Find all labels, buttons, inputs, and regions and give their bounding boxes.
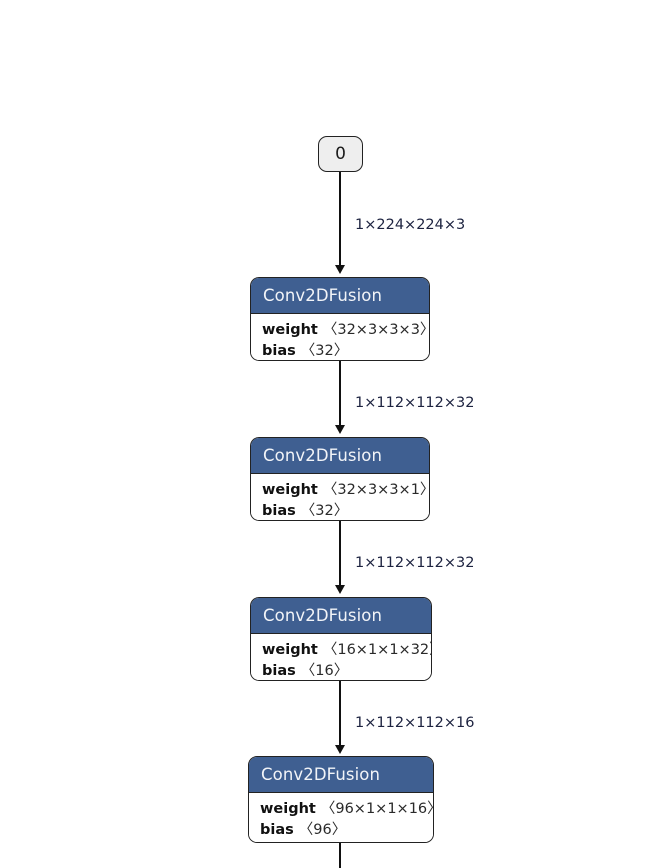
op-node-2[interactable]: Conv2DFusion weight〈32×3×3×1〉 bias〈32〉 [250, 437, 430, 521]
attr-key: bias [262, 663, 296, 679]
attr-key: bias [262, 343, 296, 359]
input-node-label: 0 [335, 143, 346, 164]
attr-key: weight [260, 801, 316, 817]
op-node-1-header: Conv2DFusion [251, 278, 429, 314]
attr-key: weight [262, 322, 318, 338]
edge-3-label: 1×112×112×16 [355, 715, 475, 731]
op-node-4-header: Conv2DFusion [249, 757, 433, 793]
op-node-3[interactable]: Conv2DFusion weight〈16×1×1×32〉 bias〈16〉 [250, 597, 432, 681]
edge-0-label: 1×224×224×3 [355, 217, 466, 233]
op-node-1-attr-weight: weight〈32×3×3×3〉 [262, 320, 429, 341]
op-node-2-title: Conv2DFusion [263, 446, 383, 465]
op-node-3-attr-bias: bias〈16〉 [262, 661, 420, 680]
attr-key: bias [262, 503, 296, 519]
op-node-4[interactable]: Conv2DFusion weight〈96×1×1×16〉 bias〈96〉 [248, 756, 434, 843]
op-node-1-attr-bias: bias〈32〉 [262, 341, 418, 360]
edge-2-line [339, 521, 341, 587]
op-node-4-title: Conv2DFusion [261, 765, 381, 784]
op-node-3-title: Conv2DFusion [263, 606, 383, 625]
op-node-2-body: weight〈32×3×3×1〉 bias〈32〉 [251, 474, 429, 520]
attr-value: 〈32〉 [300, 343, 349, 359]
attr-key: weight [262, 642, 318, 658]
attr-key: weight [262, 482, 318, 498]
op-node-4-body: weight〈96×1×1×16〉 bias〈96〉 [249, 793, 433, 842]
op-node-4-attr-bias: bias〈96〉 [260, 820, 422, 841]
op-node-3-body: weight〈16×1×1×32〉 bias〈16〉 [251, 634, 431, 680]
attr-value: 〈32×3×3×1〉 [322, 482, 430, 498]
op-node-1[interactable]: Conv2DFusion weight〈32×3×3×3〉 bias〈32〉 [250, 277, 430, 361]
edge-4-line [339, 843, 341, 868]
attr-value: 〈32×3×3×3〉 [322, 322, 430, 338]
attr-value: 〈16〉 [300, 663, 349, 679]
attr-key: bias [260, 822, 294, 838]
edge-1-arrowhead [334, 425, 345, 434]
edge-2-label: 1×112×112×32 [355, 555, 475, 571]
attr-value: 〈16×1×1×32〉 [322, 642, 432, 658]
input-node-0[interactable]: 0 [318, 136, 363, 172]
op-node-3-attr-weight: weight〈16×1×1×32〉 [262, 640, 431, 661]
edge-1-label: 1×112×112×32 [355, 395, 475, 411]
edge-2-arrowhead [334, 585, 345, 594]
edge-3-line [339, 681, 341, 747]
attr-value: 〈96〉 [298, 822, 347, 838]
attr-value: 〈96×1×1×16〉 [320, 801, 434, 817]
op-node-2-header: Conv2DFusion [251, 438, 429, 474]
edge-1-line [339, 361, 341, 427]
op-node-4-attr-weight: weight〈96×1×1×16〉 [260, 799, 433, 820]
op-node-2-attr-weight: weight〈32×3×3×1〉 [262, 480, 429, 501]
op-node-1-title: Conv2DFusion [263, 286, 383, 305]
op-node-1-body: weight〈32×3×3×3〉 bias〈32〉 [251, 314, 429, 360]
edge-0-arrowhead [334, 265, 345, 274]
edge-3-arrowhead [334, 745, 345, 754]
edge-0-line [339, 172, 341, 267]
op-node-3-header: Conv2DFusion [251, 598, 431, 634]
op-node-2-attr-bias: bias〈32〉 [262, 501, 418, 520]
attr-value: 〈32〉 [300, 503, 349, 519]
